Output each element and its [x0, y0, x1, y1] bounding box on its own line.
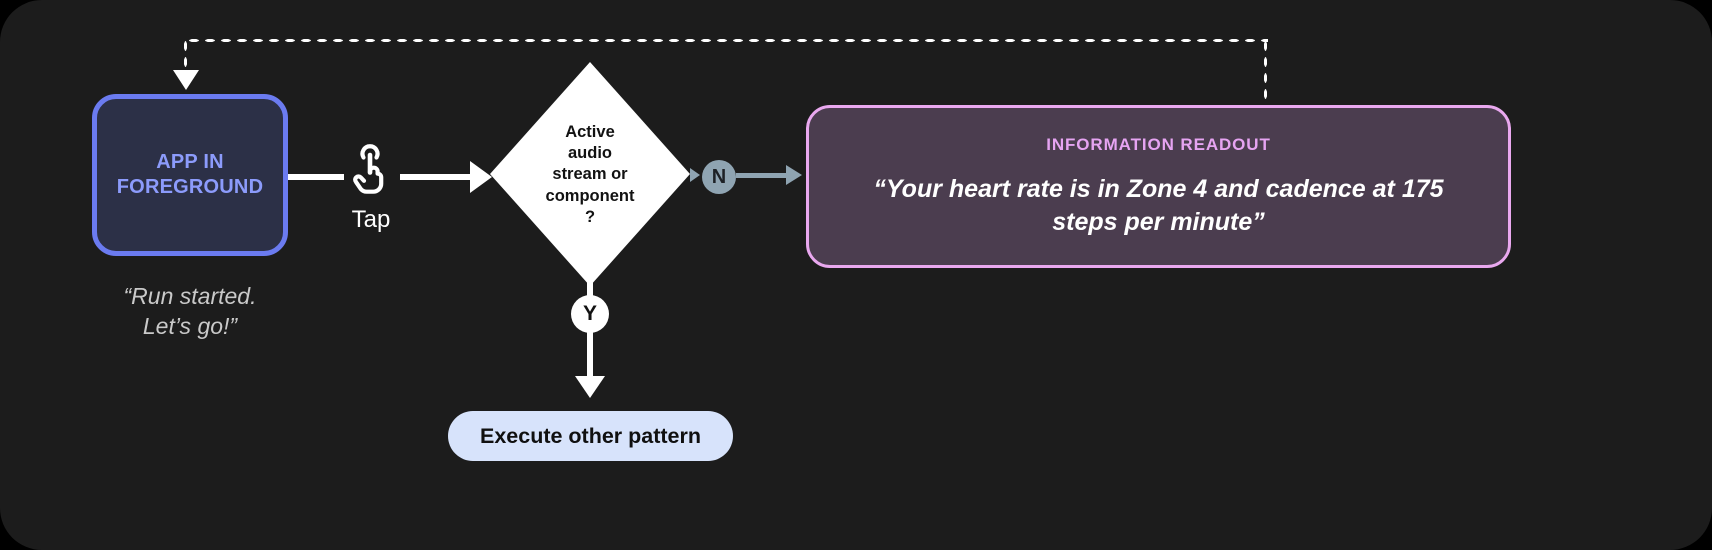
information-readout-panel[interactable]: INFORMATION READOUT “Your heart rate is …: [806, 105, 1511, 268]
no-branch-badge: N: [702, 160, 736, 194]
feedback-arrowhead-icon: [173, 70, 199, 90]
tap-gesture-group: Tap: [340, 143, 402, 234]
decision-label-line1: Active: [565, 123, 615, 142]
decision-label-line4: component: [545, 186, 635, 205]
feedback-dotted-line-top: [186, 38, 1268, 43]
decision-label-line5: ?: [584, 207, 596, 226]
connector-app-to-tap: [288, 174, 344, 180]
tap-gesture-label: Tap: [351, 206, 391, 233]
connector-tap-to-decision: [400, 174, 478, 180]
feedback-dotted-line-left: [183, 38, 188, 74]
node-app-in-foreground[interactable]: APP IN FOREGROUND: [92, 94, 288, 256]
no-branch-arrowhead-icon: [690, 168, 700, 182]
execute-other-pattern-button[interactable]: Execute other pattern: [448, 411, 733, 461]
feedback-dotted-line-right: [1263, 38, 1268, 108]
connector-no-to-readout: [736, 173, 788, 178]
tap-gesture-icon: [345, 144, 397, 203]
readout-body-text: “Your heart rate is in Zone 4 and cadenc…: [873, 174, 1444, 236]
decision-node-audio-stream[interactable]: Active audio stream or component ?: [490, 62, 690, 286]
app-node-label-line2: FOREGROUND: [116, 176, 264, 198]
decision-input-arrowhead-icon: [470, 161, 492, 193]
connector-yes-to-execute: [587, 331, 593, 379]
decision-label: Active audio stream or component ?: [490, 62, 690, 286]
connector-decision-to-yes: [587, 280, 593, 298]
readout-title: INFORMATION READOUT: [1046, 134, 1271, 154]
app-caption-line2: Let’s go!”: [142, 312, 238, 339]
app-node-label-line1: APP IN: [156, 151, 224, 173]
execute-input-arrowhead-icon: [575, 376, 605, 398]
yes-branch-badge: Y: [571, 295, 609, 333]
readout-input-arrowhead-icon: [786, 165, 802, 185]
decision-label-line2: audio: [567, 144, 612, 163]
app-caption-line1: “Run started.: [123, 283, 257, 309]
app-node-label: APP IN FOREGROUND: [117, 150, 263, 200]
app-node-caption: “Run started. Let’s go!”: [60, 282, 320, 342]
decision-label-line3: stream or: [552, 165, 628, 184]
